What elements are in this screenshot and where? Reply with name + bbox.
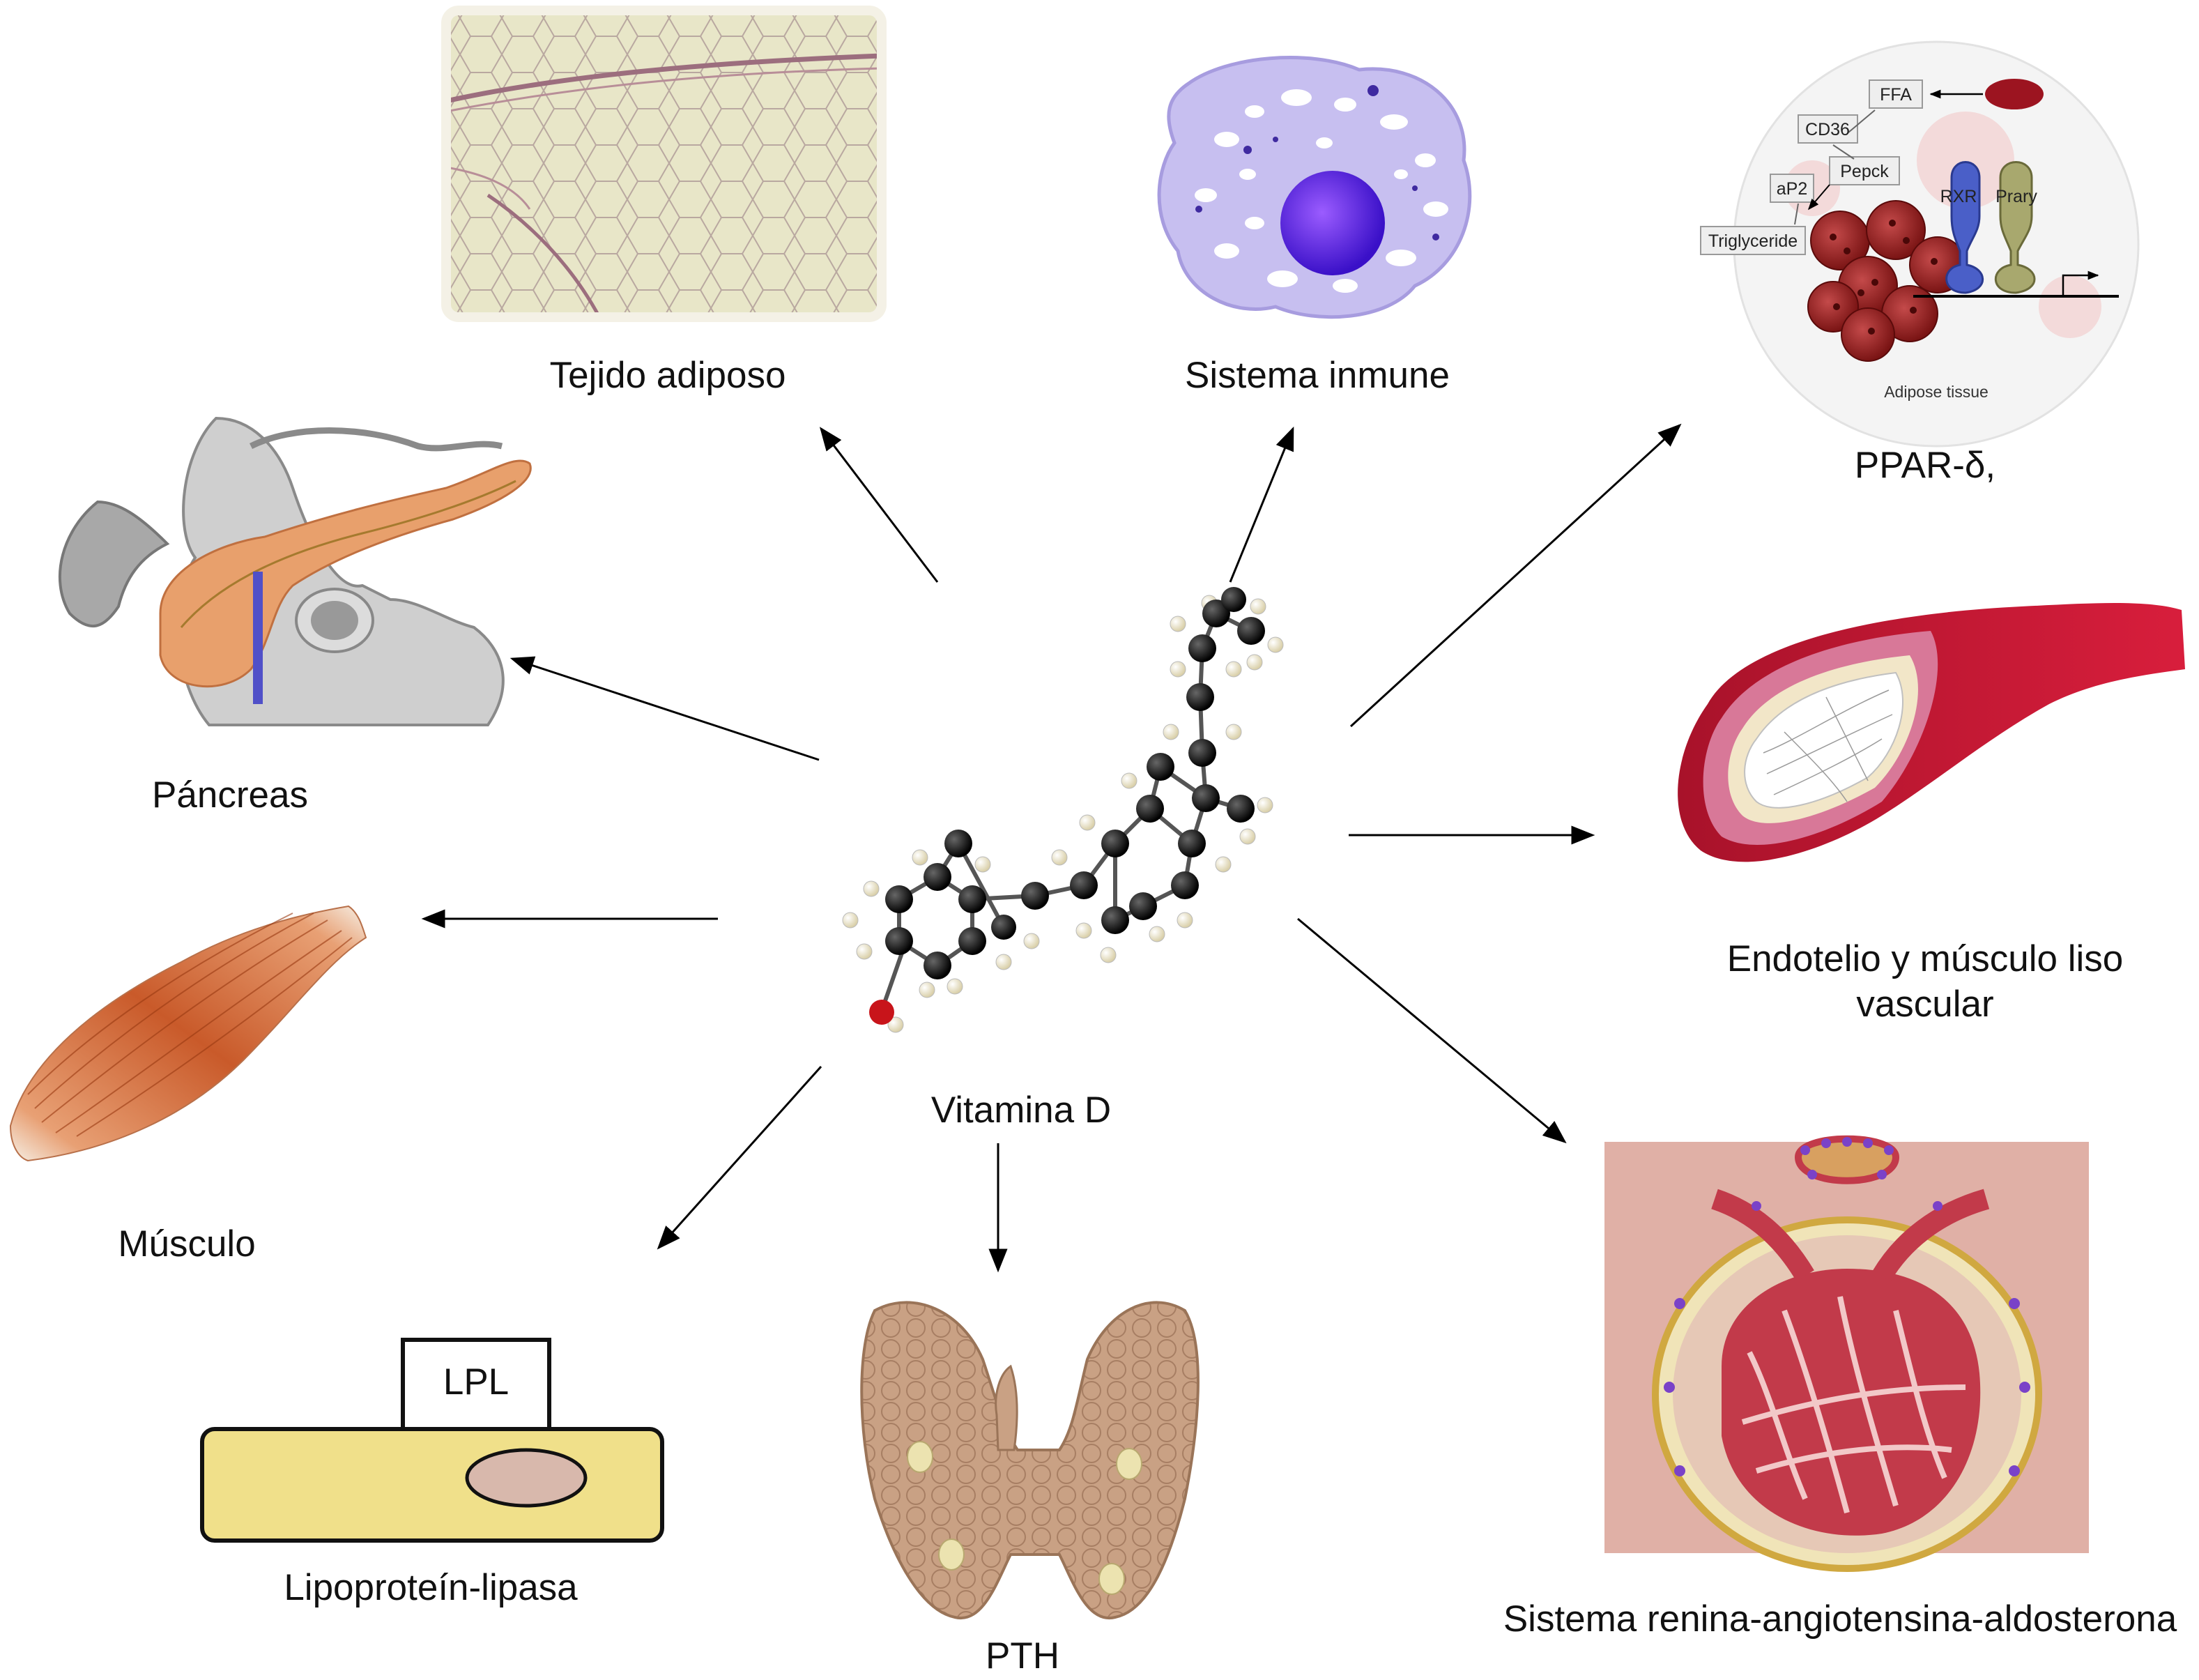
adipose-label: Tejido adiposo — [550, 355, 786, 396]
immune-label: Sistema inmune — [1185, 355, 1450, 396]
arrow-to-adipose — [819, 427, 939, 583]
ppar-label: PPAR-δ, — [1855, 445, 1995, 486]
prary-label: Prary — [1995, 187, 2037, 206]
immune-cell-image — [1157, 56, 1472, 319]
lpl-label: Lipoproteín-lipasa — [284, 1567, 578, 1608]
vitamin-d-molecule — [842, 587, 1284, 1033]
pepck-label: Pepck — [1840, 162, 1889, 181]
adipose-tissue-image — [441, 6, 887, 322]
cd36-label: CD36 — [1805, 120, 1850, 139]
vessel-image — [1678, 603, 2185, 862]
lpl-box-label: LPL — [443, 1361, 509, 1403]
thyroid-image — [860, 1301, 1200, 1620]
ap2-label: aP2 — [1777, 179, 1807, 199]
endothelium-label-line2: vascular — [1856, 984, 1993, 1025]
arrow-to-pancreas — [509, 656, 820, 761]
pancreas-label: Páncreas — [152, 774, 308, 816]
raas-label: Sistema renina-angiotensina-aldosterona — [1503, 1598, 2177, 1640]
endothelium-label-line1: Endotelio y músculo liso — [1727, 938, 2124, 979]
arrow-to-raas — [1297, 917, 1567, 1144]
triglyceride-label: Triglyceride — [1708, 231, 1798, 251]
rxr-label: RXR — [1940, 187, 1977, 206]
arrow-to-immune — [1229, 426, 1294, 583]
arrow-to-lpl — [657, 1065, 822, 1250]
center-label: Vitamina D — [931, 1090, 1111, 1131]
lpl-image: LPL — [200, 1338, 664, 1543]
pancreas-image — [59, 416, 532, 726]
ffa-label: FFA — [1880, 85, 1912, 105]
arrow-to-ppar — [1349, 423, 1682, 728]
pth-label: PTH — [986, 1635, 1059, 1677]
adipose-tissue-caption: Adipose tissue — [1884, 383, 1989, 401]
arrows — [421, 423, 1682, 1273]
ppar-inset: FFA CD36 Pepck aP2 Triglyceride RXR Prar… — [1700, 40, 2140, 448]
muscle-label: Músculo — [118, 1223, 255, 1265]
muscle-image — [9, 905, 367, 1162]
glomerulus-image — [1604, 1135, 2089, 1572]
